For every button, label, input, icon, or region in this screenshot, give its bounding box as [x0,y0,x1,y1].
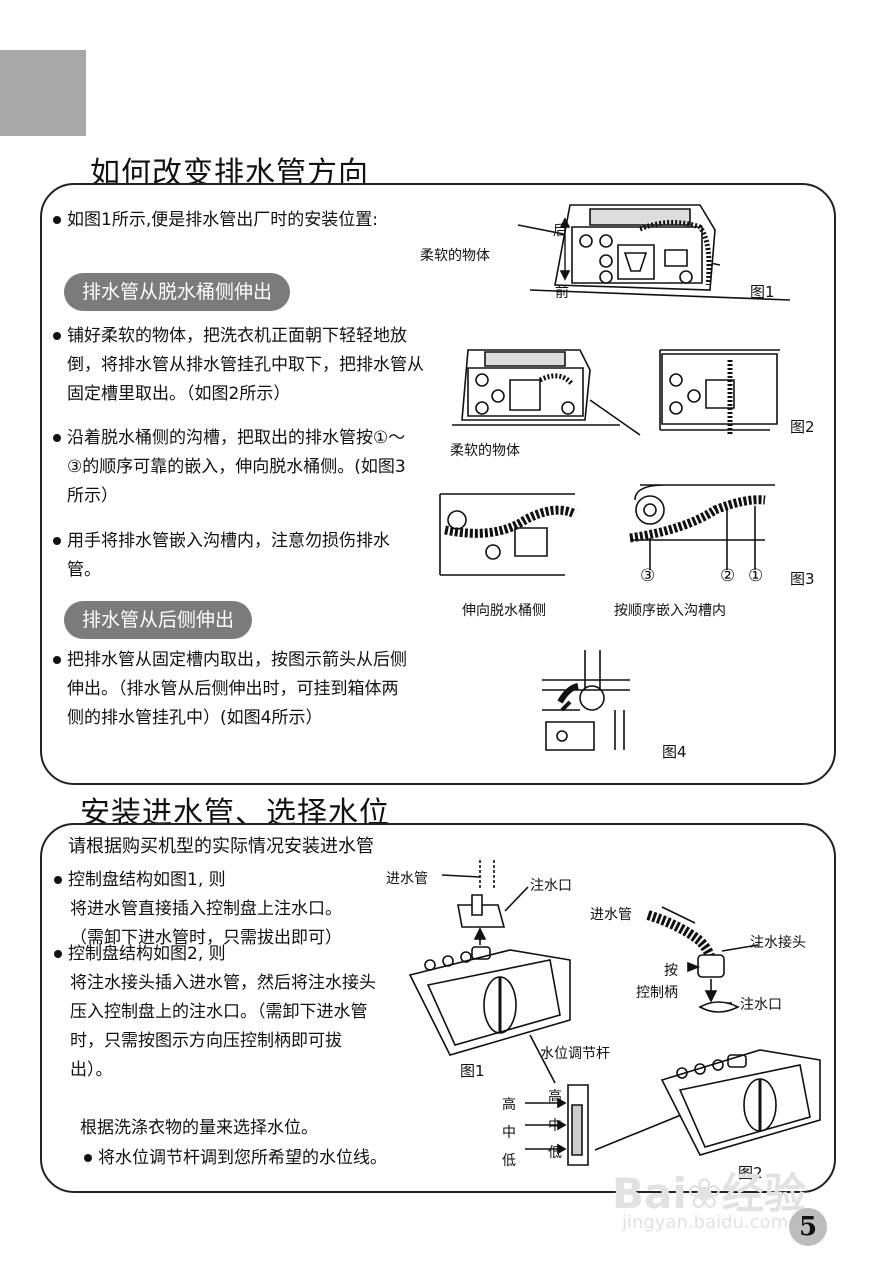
paw-icon: ❀ [686,1169,722,1218]
figure-1-illustration [500,195,800,305]
bullet-lay-down: 铺好柔软的物体，把洗衣机正面朝下轻轻地放倒，将排水管从排水管挂孔中取下，把排水管… [53,322,427,409]
label-low-inner: 低 [548,1145,562,1161]
inlet-fig2-caption: 图2 [738,1164,763,1182]
bullet-dot [84,1154,92,1162]
label-inlet-pipe-2: 进水管 [590,907,632,923]
fig1-front-label: 前 [555,285,569,301]
inlet-item-1: 控制盘结构如图1, 则 将进水管直接插入控制盘上注水口。 （需卸下进水管时，只需… [54,866,388,953]
figure-4-illustration [540,650,650,760]
fig3-caption: 图3 [790,570,815,588]
water-level-bullet: 将水位调节杆调到您所希望的水位线。 [84,1144,387,1173]
inlet-diagram [400,855,830,1185]
water-level-intro: 根据洗涤衣物的量来选择水位。 [80,1118,318,1138]
inlet-heading: 请根据购买机型的实际情况安装进水管 [68,836,374,857]
bullet-dot [54,950,62,958]
pill-back-outlet: 排水管从后侧伸出 [64,601,253,639]
label-inlet-pipe-1: 进水管 [386,871,428,887]
fig3-left-label: 伸向脱水桶侧 [462,603,546,619]
fig3-number-1: ① [748,566,764,586]
watermark-url: jingyan.baidu.com [622,1212,789,1233]
label-inlet-port-1: 注水口 [530,878,572,894]
bullet-dot [53,537,61,545]
bullet-dot [53,332,61,340]
bullet-dot [53,434,61,442]
inlet-item-2: 控制盘结构如图2, 则 将注水接头插入进水管，然后将注水接头压入控制盘上的注水口… [54,940,388,1085]
fig3-number-3: ③ [640,566,656,586]
inlet-fig1-caption: 图1 [460,1062,485,1080]
label-low-outer: 低 [502,1153,516,1169]
fig1-caption: 图1 [750,283,775,301]
fig1-back-label: 后 [553,223,567,239]
label-high-inner: 高 [548,1089,562,1105]
bullet-dot [54,876,62,884]
pill-side-outlet: 排水管从脱水桶侧伸出 [64,273,291,311]
fig4-caption: 图4 [662,743,687,761]
page-number: 5 [789,1208,827,1246]
figure-2-illustration [440,340,820,440]
label-inlet-port-2: 注水口 [740,997,782,1013]
watermark-brand: Bai❀经验 [612,1169,806,1218]
fig3-right-label: 按顺序嵌入沟槽内 [614,603,726,619]
label-handle: 控制柄 [636,985,678,1001]
fig2-caption: 图2 [790,418,815,436]
label-connector: 注水接头 [750,935,806,951]
corner-tab [0,50,86,136]
bullet-groove: 沿着脱水桶侧的沟槽，把取出的排水管按①～③的顺序可靠的嵌入，伸向脱水桶侧。(如图… [53,424,412,511]
label-press: 按 [664,963,678,979]
fig3-number-2: ② [720,566,736,586]
bullet-press-in: 用手将排水管嵌入沟槽内，注意勿损伤排水管。 [53,527,412,585]
label-mid-outer: 中 [502,1125,516,1141]
label-mid-inner: 中 [548,1118,562,1134]
label-water-level-lever: 水位调节杆 [540,1046,610,1062]
figure-3-illustration [435,480,780,590]
bullet-dot [53,216,61,224]
intro-paragraph: 如图1所示,便是排水管出厂时的安装位置: [53,206,427,235]
bullet-dot [53,656,61,664]
label-high-outer: 高 [502,1097,516,1113]
fig2-soft-object-label: 柔软的物体 [450,443,520,459]
fig1-soft-object-label: 柔软的物体 [420,248,490,264]
bullet-back-outlet: 把排水管从固定槽内取出，按图示箭头从后侧伸出。（排水管从后侧伸出时，可挂到箱体两… [53,646,412,733]
